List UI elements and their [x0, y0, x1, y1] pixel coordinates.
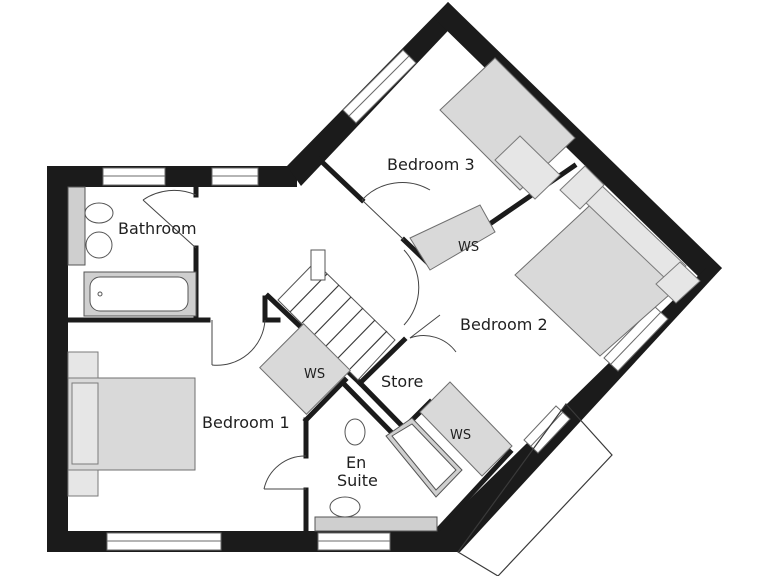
ensuite-label-line1: En	[346, 453, 366, 472]
ensuite-label-line2: Suite	[337, 471, 378, 490]
basin-icon	[329, 496, 361, 518]
ws-bedroom3-unit	[409, 204, 496, 271]
basin-icon	[85, 231, 113, 259]
doors	[142, 181, 457, 490]
staircase	[277, 249, 396, 381]
terrace-outline	[457, 403, 613, 576]
bathroom-fixtures	[67, 186, 197, 317]
bathroom-label: Bathroom	[118, 219, 197, 238]
store-label: Store	[381, 372, 423, 391]
labels: Bedroom 3 Bathroom Bedroom 2 Bedroom 1 S…	[118, 155, 548, 490]
ws-bedroom2-label: WS	[450, 428, 471, 443]
ws-bedroom1-label: WS	[304, 367, 325, 382]
toilet-icon	[84, 202, 114, 224]
bedroom2-label: Bedroom 2	[460, 315, 548, 334]
ws-bedroom3-label: WS	[458, 240, 479, 255]
bedroom2-furniture	[419, 165, 701, 477]
ws-bedroom1-unit	[259, 323, 351, 415]
bedroom3-label: Bedroom 3	[387, 155, 475, 174]
basin-unit	[314, 516, 438, 532]
bedroom1-furniture	[67, 323, 351, 497]
ensuite-fixtures	[314, 417, 463, 532]
bedroom1-label: Bedroom 1	[202, 413, 290, 432]
ws-bedroom2-unit	[419, 381, 513, 477]
bedroom3-furniture	[409, 57, 576, 271]
toilet-icon	[344, 418, 366, 446]
